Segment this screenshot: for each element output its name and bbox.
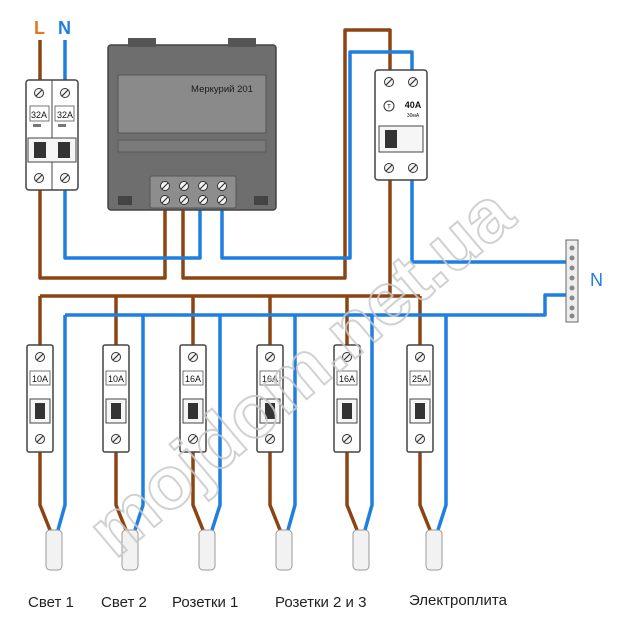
circuit-label: Электроплита <box>409 592 508 609</box>
breaker-rating: 25A <box>412 374 428 384</box>
watermark: mojdom.net.ua <box>72 170 529 572</box>
neutral-meter-to-rcd-wire <box>220 50 414 260</box>
svg-text:T: T <box>387 105 391 111</box>
cable-end <box>45 529 63 571</box>
circuit-labels: Свет 1 Свет 2 Розетки 1 Розетки 2 и 3 Эл… <box>28 592 508 611</box>
test-button-icon <box>383 100 395 112</box>
breaker-3: 16A <box>179 344 207 453</box>
phase-wires <box>38 28 432 531</box>
neutral-rcd-out-wire <box>410 180 572 264</box>
breaker-rating: 16A <box>262 374 278 384</box>
main-breaker: 32A 32A <box>25 79 79 191</box>
cable-end <box>198 529 216 571</box>
cable-end <box>121 529 139 571</box>
phase-meter-to-rcd-wire <box>181 28 392 280</box>
electricity-meter: Меркурий 201 <box>107 38 277 211</box>
neutral-bus-bar <box>565 239 579 323</box>
breaker-2: 10A <box>102 344 130 453</box>
main-breaker-left-rating: 32A <box>31 110 47 120</box>
circuit-label: Свет 1 <box>28 594 74 611</box>
line-label: L <box>34 18 45 38</box>
breaker-rating: 10A <box>32 374 48 384</box>
meter-model-label: Меркурий 201 <box>191 84 253 95</box>
neutral-top-label: N <box>58 18 71 38</box>
neutral-wires <box>56 40 572 531</box>
breaker-rating: 16A <box>185 374 201 384</box>
rcd-sub-rating: 30мA <box>407 113 420 119</box>
neutral-bus-label: N <box>590 270 603 290</box>
neutral-distribution-bus <box>65 293 572 317</box>
circuit-label: Розетки 1 <box>172 594 238 611</box>
cable-end <box>352 529 370 571</box>
cable-end <box>275 529 293 571</box>
circuit-label: Розетки 2 и 3 <box>275 594 366 611</box>
phase-to-meter-wire <box>38 190 167 280</box>
cable-ends <box>45 529 443 571</box>
breaker-4: 16A <box>256 344 284 453</box>
group-breakers: 10A 10A 16A 16A <box>26 344 434 453</box>
neutral-to-meter-wire <box>63 190 202 260</box>
main-breaker-right-rating: 32A <box>57 110 73 120</box>
rcd-device: T 40A 30мA <box>374 69 428 181</box>
rcd-rating: 40A <box>405 100 422 110</box>
breaker-rating: 16A <box>339 374 355 384</box>
circuit-label: Свет 2 <box>101 594 147 611</box>
cable-end <box>425 529 443 571</box>
breaker-5: 16A <box>333 344 361 453</box>
breaker-6: 25A <box>406 344 434 453</box>
breaker-1: 10A <box>26 344 54 453</box>
breaker-rating: 10A <box>108 374 124 384</box>
